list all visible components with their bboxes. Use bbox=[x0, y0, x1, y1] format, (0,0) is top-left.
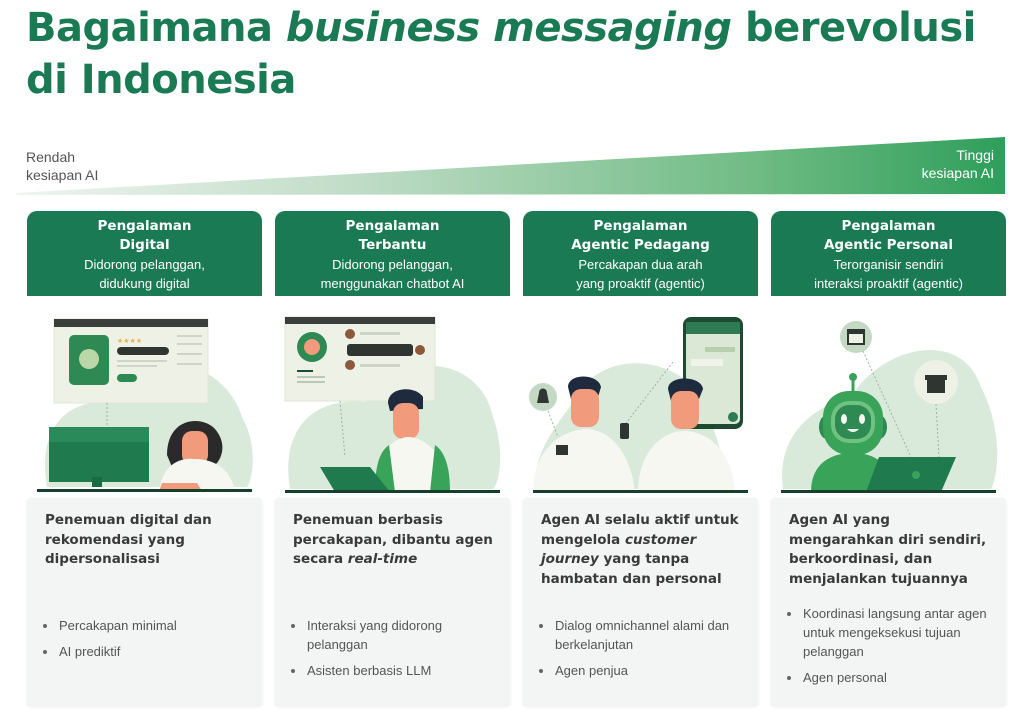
low-label-line-2: kesiapan AI bbox=[26, 167, 99, 183]
woman-at-desktop-illustration: ★★★★ bbox=[37, 318, 253, 492]
stage-bullet-list: Koordinasi langsung antar agen untuk men… bbox=[785, 604, 996, 694]
stage-lead-text: Penemuan digital dan rekomendasi yang di… bbox=[45, 512, 212, 567]
stage-header: Pengalaman Agentic Pedagang Percakapan d… bbox=[523, 211, 758, 296]
stage-header: Pengalaman Agentic Personal Terorganisir… bbox=[771, 211, 1006, 296]
stage-personal-agentic: Pengalaman Agentic Personal Terorganisir… bbox=[771, 211, 1006, 706]
stage-header: Pengalaman Terbantu Didorong pelanggan, … bbox=[275, 211, 510, 296]
ai-readiness-scale: Rendah kesiapan AI Tinggi kesiapan AI bbox=[0, 130, 1024, 200]
evolution-stages: Pengalaman Digital Didorong pelanggan, d… bbox=[27, 211, 1006, 706]
stage-bullet-list: Dialog omnichannel alami dan berkelanjut… bbox=[537, 616, 748, 687]
stage-title-line-2: Terbantu bbox=[358, 237, 427, 253]
readiness-wedge-graphic bbox=[16, 137, 1005, 195]
man-with-laptop-chat-illustration bbox=[284, 316, 501, 493]
stage-title-line-1: Pengalaman bbox=[345, 218, 440, 234]
stage-description: Penemuan digital dan rekomendasi yang di… bbox=[27, 498, 262, 706]
stage-lead-text: Penemuan berbasis percakapan, dibantu ag… bbox=[293, 511, 496, 570]
robot-with-laptop-illustration bbox=[781, 321, 998, 493]
stage-subtitle-line-1: Didorong pelanggan, bbox=[332, 257, 453, 272]
stage-subtitle-line-1: Percakapan dua arah bbox=[578, 257, 703, 272]
title-text-end: berevolusi bbox=[731, 5, 976, 51]
stage-bullet-list: Percakapan minimal AI prediktif bbox=[41, 616, 252, 668]
bullet-item: Agen penjua bbox=[537, 661, 748, 680]
stage-title-line-1: Pengalaman bbox=[97, 218, 192, 234]
bullet-item: AI prediktif bbox=[41, 642, 252, 661]
bullet-item: Percakapan minimal bbox=[41, 616, 252, 635]
title-line-2: di Indonesia bbox=[26, 57, 296, 103]
lead-italic-text: customer journey bbox=[541, 531, 697, 568]
title-text: Bagaimana bbox=[26, 5, 286, 51]
lead-text-after: yang tanpa hambatan dan personal bbox=[541, 551, 722, 587]
bullet-item: Dialog omnichannel alami dan berkelanjut… bbox=[537, 616, 748, 654]
stage-title-line-2: Agentic Personal bbox=[823, 237, 954, 253]
high-label-line-1: Tinggi bbox=[956, 147, 994, 163]
stage-subtitle-line-1: Terorganisir sendiri bbox=[833, 257, 944, 272]
high-label-line-2: kesiapan AI bbox=[921, 165, 994, 181]
lead-text: Agen AI selalu aktif untuk mengelola bbox=[541, 512, 739, 548]
stage-assisted: Pengalaman Terbantu Didorong pelanggan, … bbox=[275, 211, 510, 706]
stage-description: Penemuan berbasis percakapan, dibantu ag… bbox=[275, 498, 510, 706]
bullet-item: Koordinasi langsung antar agen untuk men… bbox=[785, 604, 996, 661]
stage-lead-text: Agen AI selalu aktif untuk mengelola cus… bbox=[541, 511, 744, 589]
stage-subtitle-line-2: menggunakan chatbot AI bbox=[320, 276, 465, 291]
stage-subtitle-line-1: Didorong pelanggan, bbox=[84, 257, 205, 272]
merchant-customer-phone-illustration bbox=[529, 317, 748, 493]
stage-subtitle-line-2: interaksi proaktif (agentic) bbox=[814, 276, 963, 291]
stage-title-line-2: Agentic Pedagang bbox=[571, 237, 710, 253]
lead-italic-text: real-time bbox=[347, 551, 418, 567]
bullet-item: Interaksi yang didorong pelanggan bbox=[289, 616, 500, 654]
high-readiness-label: Tinggi kesiapan AI bbox=[922, 146, 994, 182]
bullet-item: Agen personal bbox=[785, 668, 996, 687]
stage-title-line-1: Pengalaman bbox=[841, 218, 936, 234]
stage-title-line-1: Pengalaman bbox=[593, 218, 688, 234]
stage-subtitle-line-2: yang proaktif (agentic) bbox=[576, 276, 705, 291]
stage-merchant-agentic: Pengalaman Agentic Pedagang Percakapan d… bbox=[523, 211, 758, 706]
page-title: Bagaimana business messaging berevolusi … bbox=[26, 2, 1006, 106]
stage-description: Agen AI yang mengarahkan diri sendiri, b… bbox=[771, 498, 1006, 706]
lead-text: Penemuan berbasis percakapan, dibantu ag… bbox=[293, 512, 493, 567]
title-italic-text: business messaging bbox=[285, 5, 732, 51]
svg-text:★★★★: ★★★★ bbox=[117, 337, 142, 345]
title-line-1: Bagaimana business messaging berevolusi bbox=[26, 2, 1006, 54]
stage-digital: Pengalaman Digital Didorong pelanggan, d… bbox=[27, 211, 262, 706]
stage-description: Agen AI selalu aktif untuk mengelola cus… bbox=[523, 498, 758, 706]
bullet-item: Asisten berbasis LLM bbox=[289, 661, 500, 680]
stage-header: Pengalaman Digital Didorong pelanggan, d… bbox=[27, 211, 262, 296]
stage-lead-text: Agen AI yang mengarahkan diri sendiri, b… bbox=[789, 512, 987, 587]
stage-title-line-2: Digital bbox=[119, 237, 170, 253]
stage-bullet-list: Interaksi yang didorong pelanggan Asiste… bbox=[289, 616, 500, 687]
stage-subtitle-line-2: didukung digital bbox=[99, 276, 190, 291]
low-label-line-1: Rendah bbox=[26, 149, 76, 165]
low-readiness-label: Rendah kesiapan AI bbox=[26, 148, 98, 184]
